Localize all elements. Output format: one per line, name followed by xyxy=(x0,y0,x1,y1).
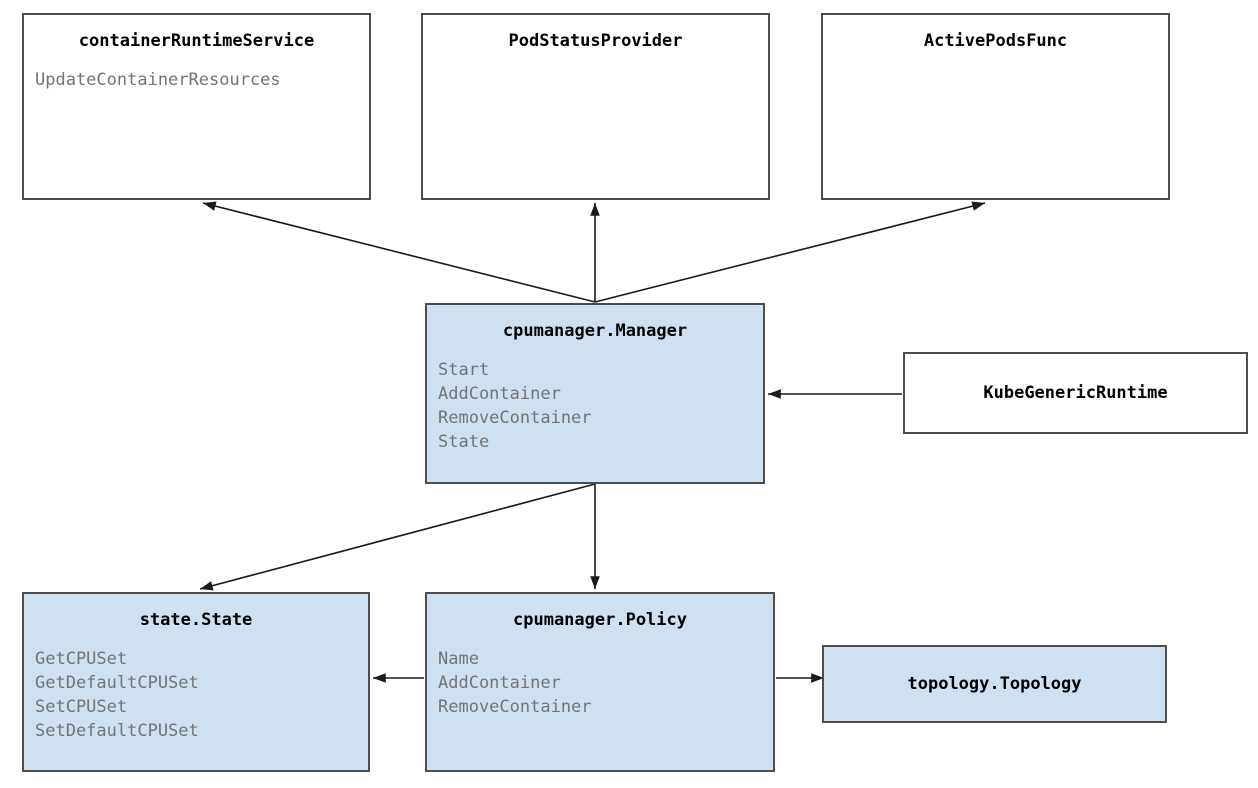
member-row: Name xyxy=(438,649,479,669)
node-containerruntimeservice[interactable]: containerRuntimeService UpdateContainerR… xyxy=(22,13,371,200)
node-title: ActivePodsFunc xyxy=(923,31,1068,51)
node-topology-topology[interactable]: topology.Topology xyxy=(822,645,1167,723)
node-title: cpumanager.Policy xyxy=(513,610,687,630)
node-cpumanager-manager[interactable]: cpumanager.Manager Start AddContainer Re… xyxy=(425,303,765,484)
node-members: Start AddContainer RemoveContainer State xyxy=(427,358,763,454)
node-cpumanager-policy[interactable]: cpumanager.Policy Name AddContainer Remo… xyxy=(425,592,775,772)
edge-manager-to-statestate xyxy=(199,483,596,591)
node-title: topology.Topology xyxy=(907,674,1082,694)
member-row: RemoveContainer xyxy=(438,408,592,428)
member-row: AddContainer xyxy=(438,673,561,693)
node-activepodsfunc[interactable]: ActivePodsFunc xyxy=(821,13,1170,200)
node-kubegenericruntime[interactable]: KubeGenericRuntime xyxy=(903,352,1248,434)
member-row: State xyxy=(438,432,490,452)
member-row: AddContainer xyxy=(438,384,561,404)
node-members: UpdateContainerResources xyxy=(24,68,369,92)
edge-manager-to-containerruntimeservice xyxy=(202,201,596,303)
member-row: SetDefaultCPUSet xyxy=(35,721,199,741)
node-members: Name AddContainer RemoveContainer xyxy=(427,647,773,719)
edge-manager-to-activepodsfunc xyxy=(594,201,986,303)
member-row: GetDefaultCPUSet xyxy=(35,673,199,693)
node-podstatusprovider[interactable]: PodStatusProvider xyxy=(421,13,770,200)
member-row: GetCPUSet xyxy=(35,649,128,669)
member-row: Start xyxy=(438,360,490,380)
node-title: cpumanager.Manager xyxy=(502,321,688,341)
node-title: state.State xyxy=(139,610,253,630)
member-row: RemoveContainer xyxy=(438,697,592,717)
node-title: PodStatusProvider xyxy=(508,31,683,51)
member-row: SetCPUSet xyxy=(35,697,128,717)
node-title: KubeGenericRuntime xyxy=(983,383,1168,403)
node-state-state[interactable]: state.State GetCPUSet GetDefaultCPUSet S… xyxy=(22,592,370,772)
node-title: containerRuntimeService xyxy=(78,31,315,51)
member-row: UpdateContainerResources xyxy=(35,70,281,90)
node-members: GetCPUSet GetDefaultCPUSet SetCPUSet Set… xyxy=(24,647,368,743)
